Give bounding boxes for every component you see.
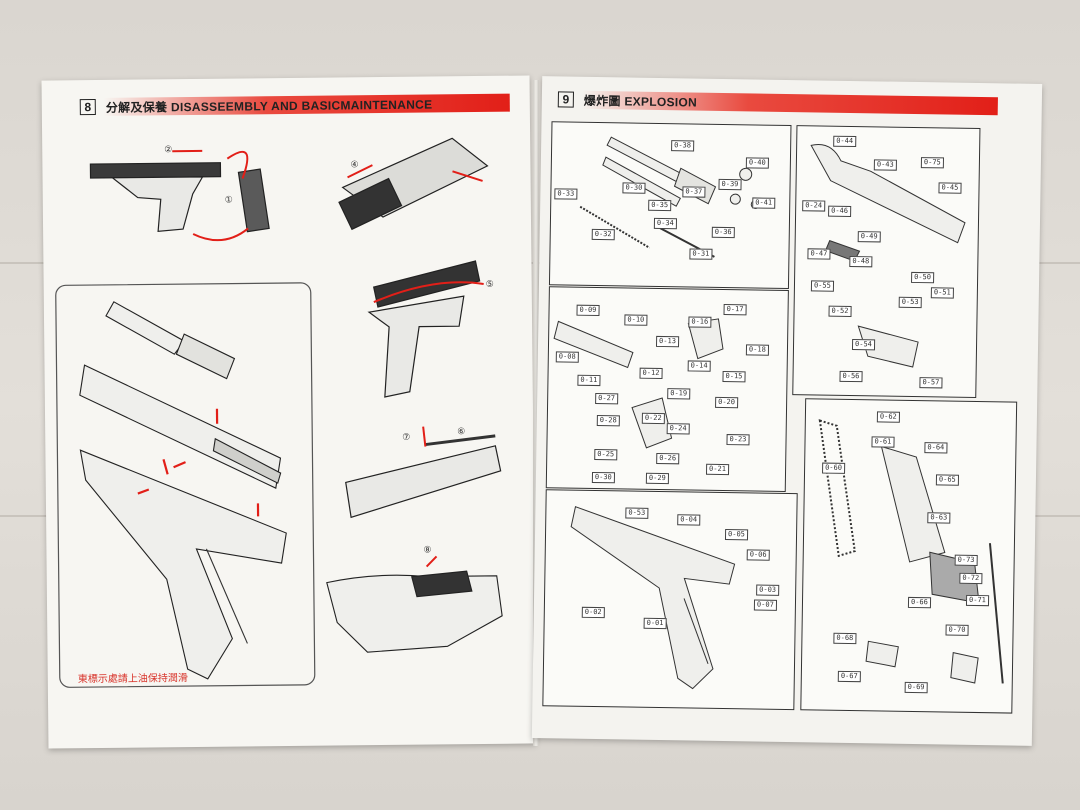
- part-label: 0-50: [911, 271, 935, 284]
- step-marker: ④: [350, 160, 359, 171]
- part-label: 0-40: [745, 157, 769, 169]
- part-label: 0-05: [724, 529, 748, 541]
- part-label: 0-28: [596, 415, 620, 427]
- part-label: 0-41: [752, 197, 776, 209]
- part-label: 0-02: [581, 606, 605, 619]
- part-label: 0-27: [595, 392, 619, 405]
- part-label: 0-11: [577, 374, 601, 387]
- part-label: 0-08: [555, 351, 579, 363]
- part-label: 0-36: [711, 226, 735, 239]
- part-label: 0-22: [641, 412, 665, 425]
- part-label: 0-14: [687, 360, 711, 372]
- step-marker: ⑦: [402, 432, 411, 443]
- step-marker: ⑥: [457, 427, 466, 438]
- part-label: 0-51: [930, 287, 954, 299]
- explosion-line-art: [553, 136, 1004, 690]
- part-label: 0-13: [655, 335, 680, 348]
- part-label: 0-07: [753, 599, 777, 611]
- part-label: 0-29: [645, 472, 669, 485]
- part-label: 0-34: [653, 217, 677, 230]
- part-label: 0-06: [746, 549, 770, 561]
- part-label: 0-35: [648, 199, 672, 212]
- part-label: 0-43: [873, 159, 897, 171]
- part-label: 0-61: [871, 436, 895, 448]
- part-label: 0-03: [756, 584, 780, 596]
- part-label: 0-70: [945, 624, 969, 636]
- part-label: 0-15: [722, 370, 746, 383]
- part-label: 0-53: [898, 296, 922, 309]
- part-label: 0-12: [639, 367, 663, 380]
- part-label: 0-20: [715, 396, 739, 409]
- part-label: 0-68: [833, 632, 857, 645]
- part-label: 0-30: [622, 182, 646, 194]
- left-page: 8 分解及保養 DISASSEEMBLY AND BASICMAINTENANC…: [41, 75, 537, 749]
- part-label: 0-46: [828, 205, 852, 217]
- right-page: 9 爆炸圖 EXPLOSION 0: [531, 76, 1043, 746]
- part-label: 0-72: [959, 572, 983, 585]
- part-label: 0-67: [837, 670, 861, 683]
- part-label: 0-55: [810, 280, 834, 292]
- part-label: 0-48: [849, 255, 873, 268]
- part-label: 0-04: [677, 514, 701, 526]
- part-label: 0-47: [807, 248, 831, 260]
- part-label: 0-45: [938, 182, 962, 194]
- part-label: 0-26: [656, 452, 680, 465]
- part-label: 0-24: [666, 423, 690, 435]
- part-label: 0-09: [576, 304, 600, 317]
- step-marker: ⑧: [423, 545, 432, 556]
- part-label: 0-75: [920, 157, 944, 169]
- part-label: 0-19: [667, 388, 691, 400]
- part-label: 0-37: [682, 186, 706, 198]
- part-label: 0-57: [919, 377, 943, 389]
- part-label: 0-62: [876, 411, 900, 423]
- part-label: 0-18: [745, 344, 769, 356]
- part-label: 0-44: [833, 135, 857, 148]
- part-label: 0-38: [671, 140, 695, 152]
- part-label: 0-31: [689, 248, 713, 260]
- step-marker: ⑤: [485, 279, 494, 290]
- part-label: 0-24: [802, 200, 826, 212]
- part-label: 0-30: [591, 471, 615, 484]
- step-marker: ①: [224, 195, 233, 206]
- part-label: 0-17: [723, 303, 747, 316]
- part-label: 0-69: [904, 681, 928, 694]
- part-label: 0-60: [822, 462, 846, 474]
- part-label: 0-21: [705, 463, 730, 476]
- step-remove-magazine-illustration: [55, 137, 503, 688]
- part-label: 0-64: [924, 442, 948, 454]
- part-label: 0-63: [927, 512, 951, 524]
- part-label: 0-23: [726, 434, 750, 446]
- part-label: 0-49: [857, 231, 881, 243]
- part-label: 0-25: [594, 448, 618, 461]
- part-label: 0-65: [935, 474, 959, 486]
- part-label: 0-32: [591, 228, 615, 241]
- part-label: 0-10: [624, 314, 648, 326]
- part-label: 0-52: [828, 305, 852, 317]
- part-label: 0-16: [688, 316, 712, 328]
- part-label: 0-71: [965, 594, 989, 607]
- part-label: 0-01: [643, 617, 667, 630]
- part-label: 0-56: [839, 370, 863, 383]
- part-label: 0-33: [554, 188, 578, 200]
- lubrication-note: 東標示處請上油保持潤滑: [77, 673, 188, 686]
- part-label: 0-66: [907, 596, 931, 609]
- part-label: 0-73: [954, 554, 978, 567]
- part-label: 0-39: [718, 178, 742, 191]
- part-label: 0-54: [851, 339, 875, 351]
- step-marker: ②: [164, 145, 173, 156]
- part-label: 0-53: [625, 507, 649, 519]
